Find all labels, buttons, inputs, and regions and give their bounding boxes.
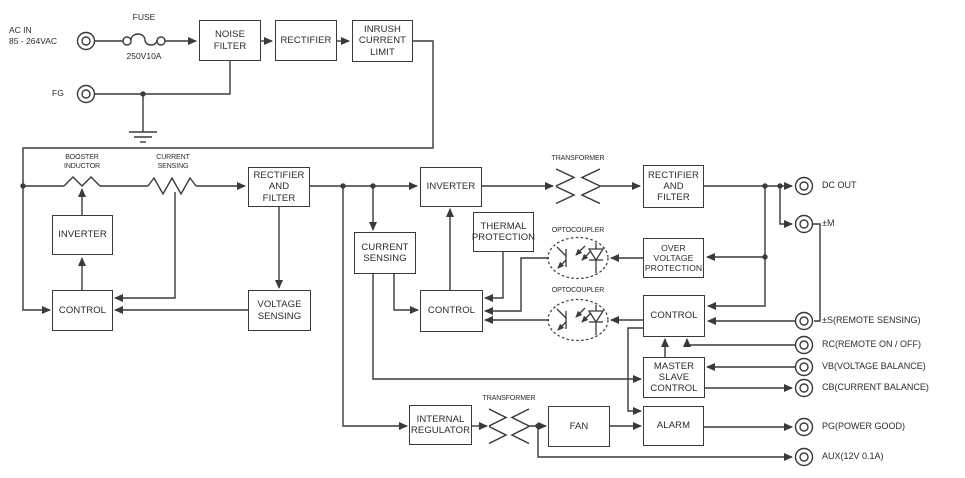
dc-out-label: DC OUT: [822, 180, 857, 190]
cb-terminal-label: CB(CURRENT BALANCE): [822, 382, 929, 392]
rectifier-and-filter-block-2: RECTIFIER AND FILTER: [643, 165, 704, 208]
fuse-icon: [122, 33, 166, 46]
transformer-main-icon: [555, 168, 601, 205]
fuse-label: FUSE: [132, 12, 156, 22]
terminals: [76, 31, 814, 467]
current-sense-resistor-icon: [147, 176, 197, 196]
main-control-block: CONTROL: [420, 290, 483, 332]
terminal-dc-out: [794, 176, 814, 196]
terminal-pg: [794, 417, 814, 437]
aux-terminal-label: AUX(12V 0.1A): [822, 451, 884, 461]
transformer-main-label: TRANSFORMER: [551, 155, 605, 162]
thermal-protection-block: THERMAL PROTECTION: [472, 212, 535, 252]
current-sensing-resistor-label: CURRENT SENSING: [156, 154, 190, 171]
pfc-inverter-block: INVERTER: [52, 215, 113, 255]
alarm-block: ALARM: [643, 406, 704, 446]
master-slave-control-block: MASTER SLAVE CONTROL: [643, 357, 705, 398]
optocoupler-icon-2: [548, 300, 608, 341]
rectifier-and-filter-block-1: RECTIFIER AND FILTER: [248, 167, 310, 207]
secondary-control-block: CONTROL: [643, 295, 705, 337]
pfc-control-block: CONTROL: [52, 290, 113, 331]
noise-filter-block: NOISE FILTER: [199, 20, 261, 61]
terminal-cb: [794, 378, 814, 398]
terminal-rc: [794, 335, 814, 355]
wiring: [22, 37, 821, 461]
transformer-aux-label: TRANSFORMER: [482, 395, 536, 402]
vb-terminal-label: VB(VOLTAGE BALANCE): [822, 361, 926, 371]
terminal-aux: [794, 447, 814, 467]
optocoupler-1-label: OPTOCOUPLER: [551, 227, 605, 234]
fg-label: FG: [52, 88, 64, 98]
terminal-m: [794, 214, 814, 234]
transformer-aux-icon: [488, 408, 530, 445]
ac-in-label: AC IN 85 - 264VAC: [9, 25, 58, 46]
optocoupler-icon: [547, 236, 609, 280]
internal-regulator-block: INTERNAL REGULATOR: [409, 405, 472, 445]
ground-icon: [129, 131, 157, 143]
terminal-fg: [76, 84, 96, 104]
input-rectifier-block: RECTIFIER: [275, 20, 337, 61]
fuse-rating-label: 250V10A: [126, 51, 162, 61]
voltage-sensing-block: VOLTAGE SENSING: [248, 290, 311, 331]
rc-terminal-label: RC(REMOTE ON / OFF): [822, 339, 921, 349]
terminal-vb: [794, 357, 814, 377]
terminal-s: [794, 311, 814, 331]
booster-inductor-icon: [63, 176, 101, 187]
s-terminal-label: ±S(REMOTE SENSING): [822, 315, 921, 325]
fan-block: FAN: [548, 406, 610, 447]
terminal-ac-in: [76, 31, 96, 51]
inrush-current-limit-block: INRUSH CURRENT LIMIT: [352, 20, 413, 62]
current-sensing-block: CURRENT SENSING: [354, 232, 416, 274]
m-terminal-label: ±M: [822, 218, 835, 228]
booster-inductor-label: BOOSTER INDUCTOR: [63, 154, 100, 171]
junction-dots: [20, 91, 783, 429]
main-inverter-block: INVERTER: [420, 167, 482, 207]
optocoupler-2-label: OPTOCOUPLER: [551, 287, 605, 294]
pg-terminal-label: PG(POWER GOOD): [822, 421, 905, 431]
over-voltage-protection-block: OVER VOLTAGE PROTECTION: [643, 238, 704, 278]
